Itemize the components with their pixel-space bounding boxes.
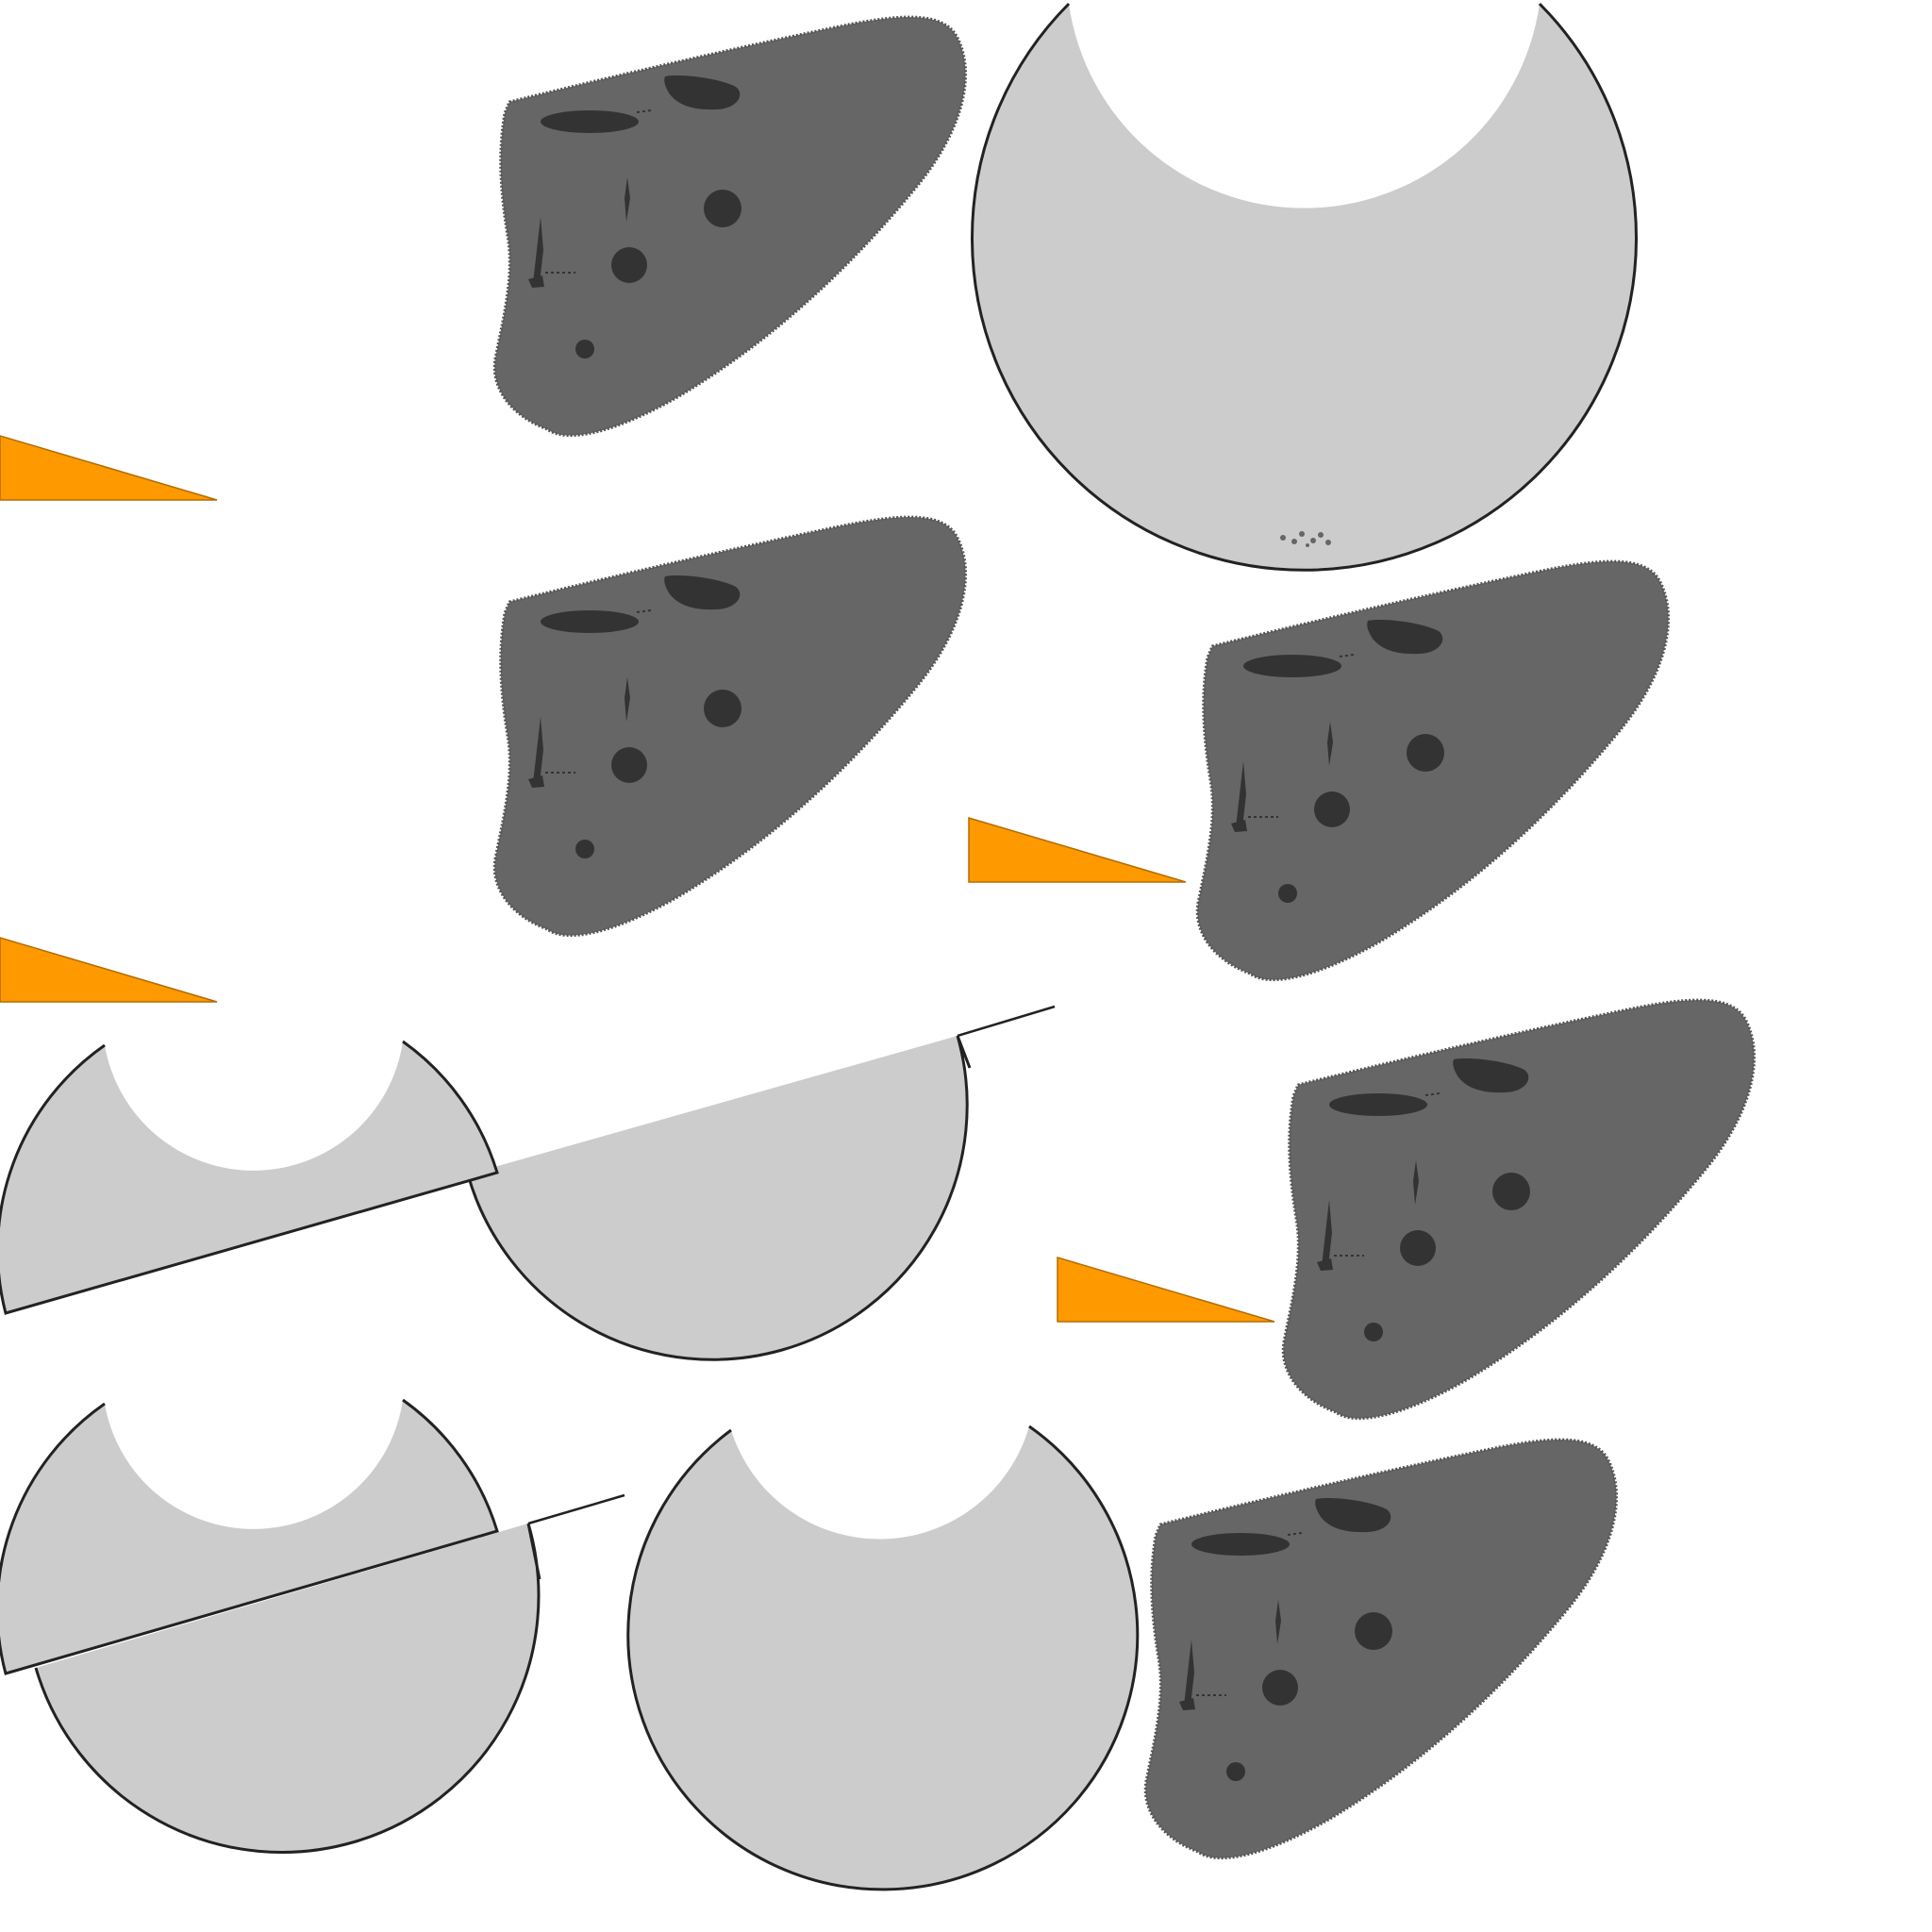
plate-middle-split bbox=[0, 1005, 1056, 1361]
plate-bottom-notched bbox=[626, 1424, 1140, 1891]
plate-half-lower-fill bbox=[36, 1524, 539, 1853]
wedge-2 bbox=[0, 937, 218, 1003]
plate-half-lower-outline bbox=[34, 1523, 541, 1854]
part-1 bbox=[492, 15, 968, 438]
cut-line bbox=[527, 1493, 625, 1525]
wedge-1 bbox=[0, 435, 218, 501]
wedge-3 bbox=[968, 817, 1187, 883]
plate-half-lower-outline bbox=[466, 1035, 972, 1361]
plate-top-notched bbox=[971, 2, 1638, 572]
wedge-4 bbox=[1057, 1257, 1275, 1323]
cut-line bbox=[957, 1005, 1056, 1038]
plate-half-upper bbox=[0, 1041, 497, 1313]
part-3 bbox=[1195, 559, 1671, 982]
seam-dots bbox=[1280, 531, 1331, 547]
plate-outline bbox=[626, 1424, 1140, 1891]
part-4 bbox=[1281, 998, 1757, 1421]
plate-body bbox=[627, 1426, 1138, 1890]
plate-half-upper bbox=[0, 1400, 497, 1674]
plate-bottom-split bbox=[0, 1398, 625, 1854]
plate-half-upper-outline bbox=[0, 1040, 499, 1315]
part-2 bbox=[492, 515, 968, 938]
plate-body bbox=[972, 4, 1637, 571]
plate-outline bbox=[971, 2, 1638, 572]
plate-half-upper-outline bbox=[0, 1398, 499, 1675]
plate-half-lower bbox=[468, 1036, 968, 1360]
